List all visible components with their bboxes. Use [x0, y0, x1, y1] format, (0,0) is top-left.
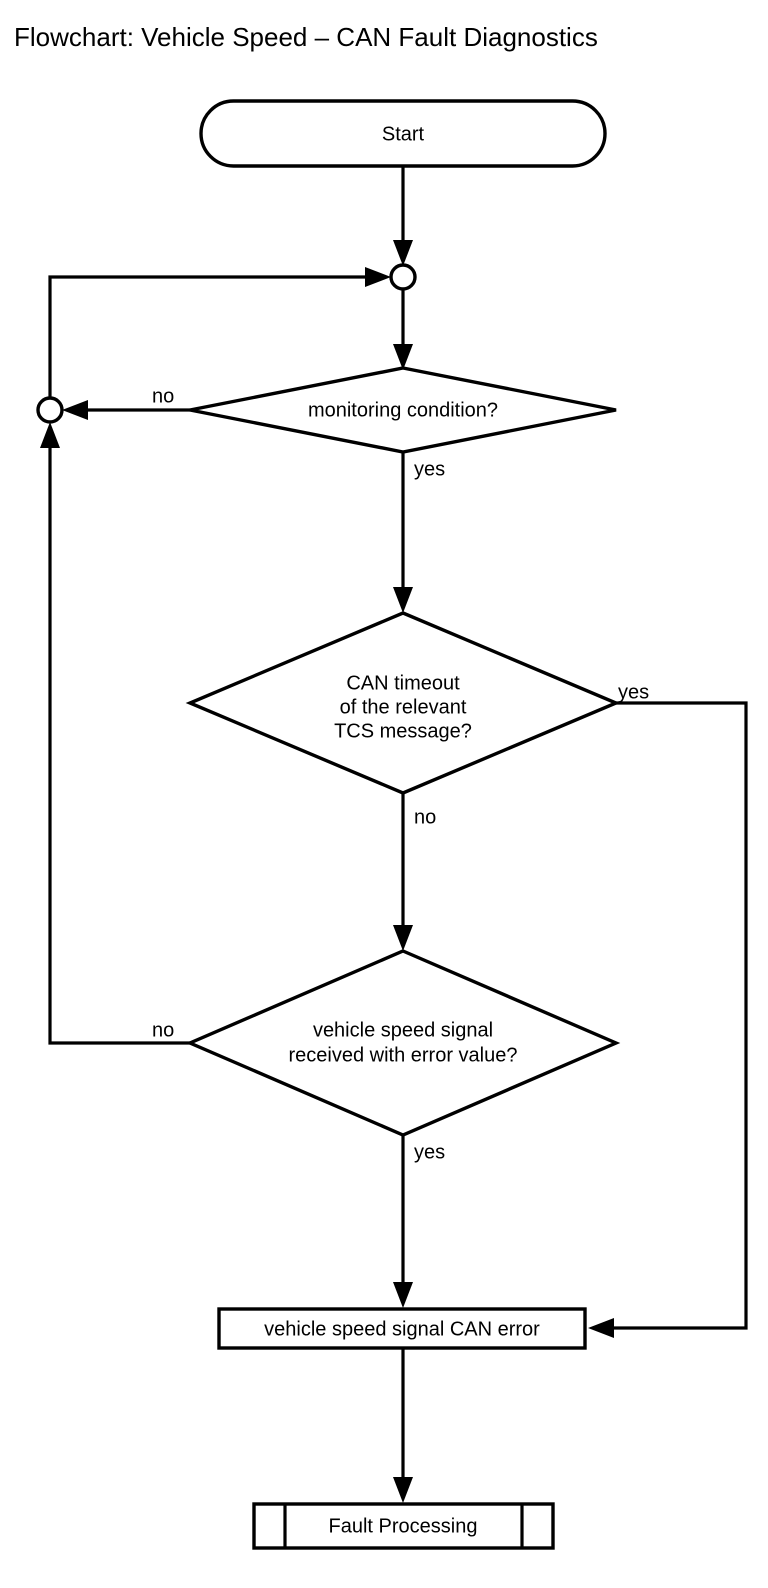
node-start-label: Start: [382, 123, 425, 145]
edge-can-timeout-no: [393, 793, 413, 951]
node-decision-error-value-line2: received with error value?: [289, 1044, 518, 1066]
node-decision-can-timeout-line2: of the relevant: [340, 696, 467, 718]
edge-loopback-to-junction-top: [48, 267, 391, 398]
edge-junction-to-monitoring: [393, 289, 413, 370]
node-decision-can-timeout-line3: TCS message?: [334, 720, 472, 742]
node-junction-left[interactable]: [36, 396, 64, 424]
node-decision-monitoring[interactable]: monitoring condition?: [189, 366, 617, 454]
edge-label-error-value-no: no: [152, 1019, 174, 1041]
edge-label-monitoring-no: no: [152, 385, 174, 407]
edge-label-can-timeout-yes: yes: [618, 681, 649, 703]
node-decision-can-timeout[interactable]: CAN timeout of the relevant TCS message?: [185, 611, 621, 795]
node-decision-monitoring-label: monitoring condition?: [308, 399, 498, 421]
node-decision-error-value-line1: vehicle speed signal: [313, 1019, 493, 1041]
node-junction-top[interactable]: [389, 263, 417, 291]
edge-error-value-no: [40, 422, 190, 1045]
node-subroutine-fault-processing[interactable]: Fault Processing: [252, 1502, 555, 1550]
edge-start-to-junction: [393, 166, 413, 266]
node-decision-can-timeout-line1: CAN timeout: [346, 672, 460, 694]
node-subroutine-fault-processing-label: Fault Processing: [329, 1515, 478, 1537]
node-decision-error-value[interactable]: vehicle speed signal received with error…: [185, 949, 621, 1137]
edge-monitoring-yes: [393, 453, 413, 613]
page-title: Flowchart: Vehicle Speed – CAN Fault Dia…: [14, 22, 598, 52]
edge-process-to-fault-processing: [393, 1348, 413, 1503]
edge-error-value-yes: [393, 1136, 413, 1308]
edge-label-monitoring-yes: yes: [414, 458, 445, 480]
node-process-can-error[interactable]: vehicle speed signal CAN error: [217, 1307, 587, 1350]
edge-can-timeout-yes: [588, 701, 748, 1338]
edge-label-error-value-yes: yes: [414, 1141, 445, 1163]
node-start[interactable]: Start: [199, 99, 607, 168]
edge-monitoring-no: [62, 400, 190, 420]
edge-label-can-timeout-no: no: [414, 806, 436, 828]
node-process-can-error-label: vehicle speed signal CAN error: [264, 1318, 540, 1340]
